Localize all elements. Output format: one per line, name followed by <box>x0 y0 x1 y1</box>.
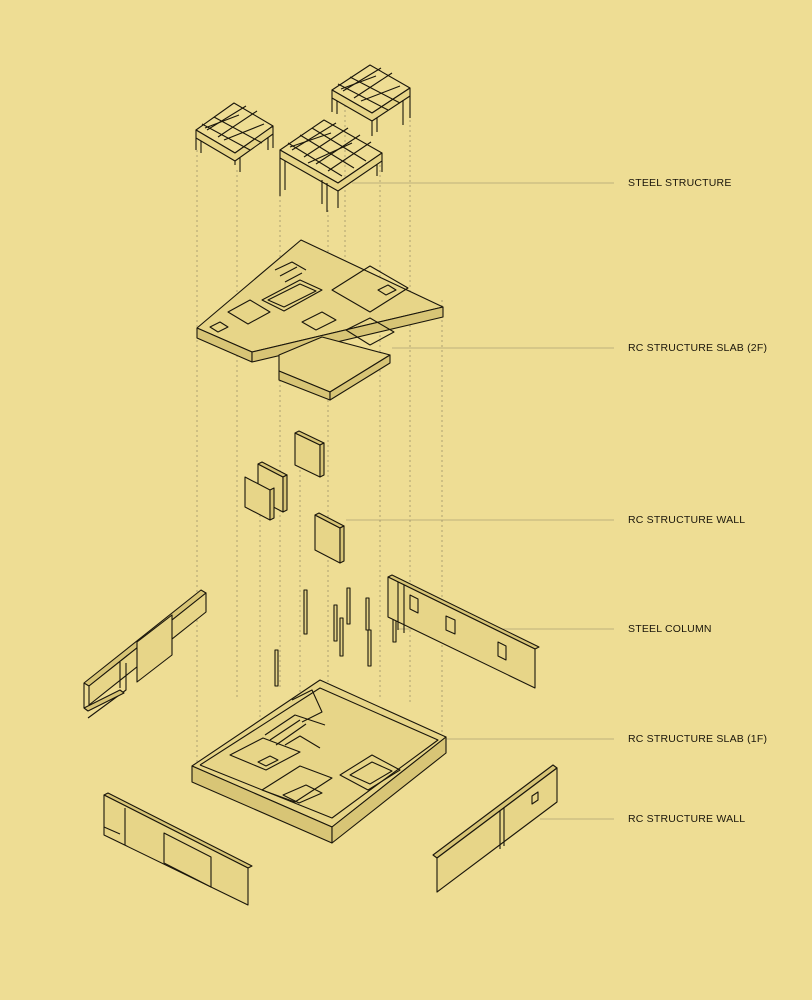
rc-wall-panels <box>244 430 345 564</box>
rc-wall-right-lower <box>432 764 558 893</box>
steel-frame-center <box>279 119 383 212</box>
rc-wall-left-upper <box>83 589 207 719</box>
steel-columns <box>274 587 397 687</box>
label-rc-structure-wall-lower: RC STRUCTURE WALL <box>628 813 746 825</box>
steel-frame-right <box>331 64 411 136</box>
label-rc-structure-slab-2f: RC STRUCTURE SLAB (2F) <box>628 342 768 354</box>
label-steel-structure: STEEL STRUCTURE <box>628 177 732 189</box>
projection-guides <box>196 100 443 770</box>
steel-frame-left <box>195 102 274 172</box>
label-rc-structure-slab-1f: RC STRUCTURE SLAB (1F) <box>628 733 768 745</box>
rc-wall-left-lower <box>103 792 253 906</box>
label-rc-structure-wall-upper: RC STRUCTURE WALL <box>628 514 746 526</box>
rc-wall-right-upper <box>387 574 540 689</box>
label-steel-column: STEEL COLUMN <box>628 623 712 635</box>
rc-slab-2f <box>196 239 444 401</box>
rc-slab-1f <box>191 679 447 844</box>
